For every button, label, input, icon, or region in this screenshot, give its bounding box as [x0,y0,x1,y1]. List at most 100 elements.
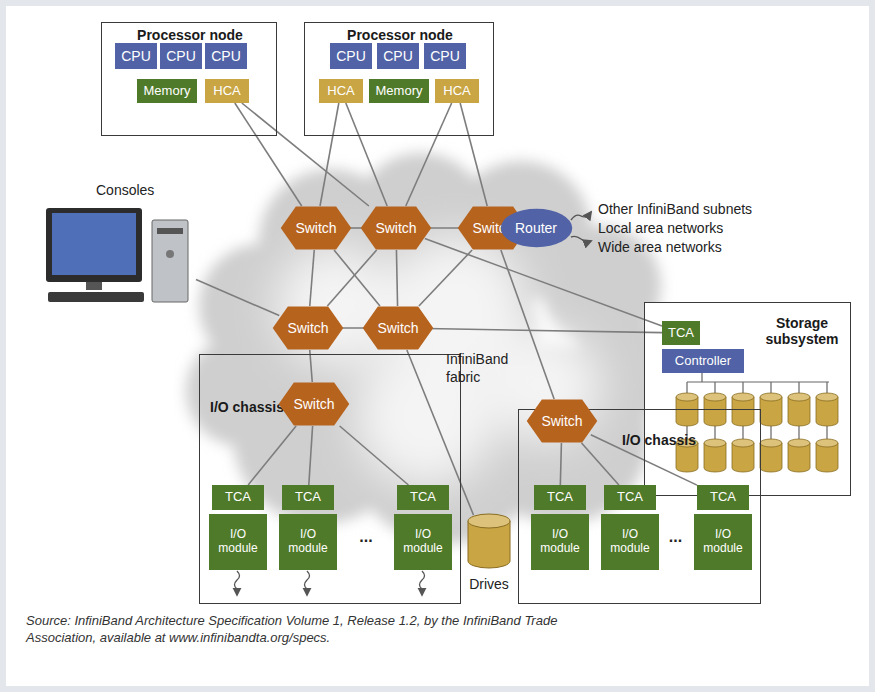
switch-hexagon: Switch [526,399,598,443]
io-module: I/O module [601,514,659,570]
drive-cylinder [464,511,514,571]
io-module: I/O module [694,514,752,570]
module-outputs [235,571,425,595]
io-chassis: I/O chassis SwitchTCA TCA TCA I/O module I/O … [518,409,761,604]
container-heading: Storage subsystem [757,315,847,347]
computer-icon [36,180,196,310]
node-label: Switch [375,320,420,336]
io-module: I/O module [209,514,267,570]
container-heading: I/O chassis [210,399,290,415]
hexagon-fill [527,399,598,442]
container-heading: Processor node [305,27,495,43]
node-label: CPU [164,48,198,64]
processor-node: Processor nodeCPU CPU CPU HCA Memory HCA [304,22,494,136]
node-layer: Processor nodeCPUCPUCPUMemoryHCAProcesso… [6,6,869,686]
node-label: Consoles [96,182,186,198]
node-label: I/O module [394,528,452,556]
fabric-link [419,250,472,306]
node-label: Controller [673,354,733,369]
fabric-link [406,103,452,206]
node-label: Switch [539,413,584,429]
cpu-box: CPU [330,43,372,69]
tca-box: TCA [697,485,749,510]
storage-ground [644,302,851,496]
fabric-link [327,250,376,306]
node-label: CPU [381,48,415,64]
node-label: HCA [325,84,356,99]
fabric-link [396,250,397,306]
tca-box: TCA [282,485,334,510]
switch-hexagon: Switch [280,206,352,250]
cpu-box: CPU [205,43,247,69]
cpu-box: CPU [115,43,157,69]
io-module: I/O module [394,514,452,570]
node-label: CPU [428,48,462,64]
hca-box: HCA [205,79,249,103]
hexagon-fill [281,206,352,249]
figure-panel: Processor nodeCPUCPUCPUMemoryHCAProcesso… [6,6,869,686]
router-ellipse: Router [500,208,573,248]
fabric-link [334,250,380,306]
tca-box: TCA [534,485,586,510]
controller-box: Controller [662,349,744,373]
fabric-link [582,443,619,485]
disk-array [676,393,838,472]
fabric-link [310,250,314,306]
ellipsis: ... [655,528,696,546]
drives-figure: Drives [464,511,514,596]
router-links [571,212,591,242]
io-module: I/O module [531,514,589,570]
node-label: Memory [374,84,425,99]
node-label: I/O module [279,528,337,556]
node-label: Switch [373,220,418,236]
fabric-label: InfiniBand fabric [446,350,526,386]
container-heading: I/O chassis [622,432,712,448]
memory-box: Memory [137,79,197,103]
node-label: I/O module [694,528,752,556]
fabric-link [427,329,662,333]
hca-box: HCA [319,79,363,103]
fabric-link [242,103,369,206]
fabric-link [340,426,409,485]
node-label: I/O module [601,528,659,556]
io-chassis: I/O chassisSwitchTCA TCA TCA I/O module I/O … [199,354,461,604]
node-label: CPU [334,48,368,64]
switch-hexagon: Switch [362,306,434,350]
container-heading: Processor node [102,27,278,43]
fabric-link [346,103,387,206]
tca-box: TCA [397,485,449,510]
fabric-link [460,103,487,206]
hexagon-fill [273,306,344,349]
storage-subsystem: Storage subsystem TCA Controller [644,302,851,496]
network-label: Wide area networks [598,238,858,256]
node-label: TCA [293,490,323,505]
hca-box: HCA [435,79,479,103]
switch-hexagon: Switch [278,382,350,426]
cpu-box: CPU [424,43,466,69]
fabric-link [501,250,554,399]
consoles-figure: Consoles [36,180,196,310]
node-label: Switch [285,320,330,336]
fabric-link [309,426,313,485]
node-label: TCA [223,490,253,505]
fabric-link [248,426,296,485]
node-label: I/O module [209,528,267,556]
source-caption: Source: InfiniBand Architecture Specific… [26,612,586,646]
tca-box: TCA [604,485,656,510]
switch-hexagon: Switch [360,206,432,250]
node-label: Router [513,220,559,236]
node-label: TCA [666,326,696,341]
node-label: TCA [708,490,738,505]
node-label: I/O module [531,528,589,556]
hexagon-fill [363,306,434,349]
illustration [6,6,869,686]
node-label: HCA [441,84,472,99]
node-label: Switch [293,220,338,236]
tca-box: TCA [212,485,264,510]
processor-node: Processor nodeCPUCPUCPUMemoryHCA [101,22,277,136]
tca-box: TCA [662,321,700,345]
disk-tree [687,372,829,451]
node-label: TCA [408,490,438,505]
fabric-link [560,443,561,485]
network-label: Local area networks [598,219,858,237]
